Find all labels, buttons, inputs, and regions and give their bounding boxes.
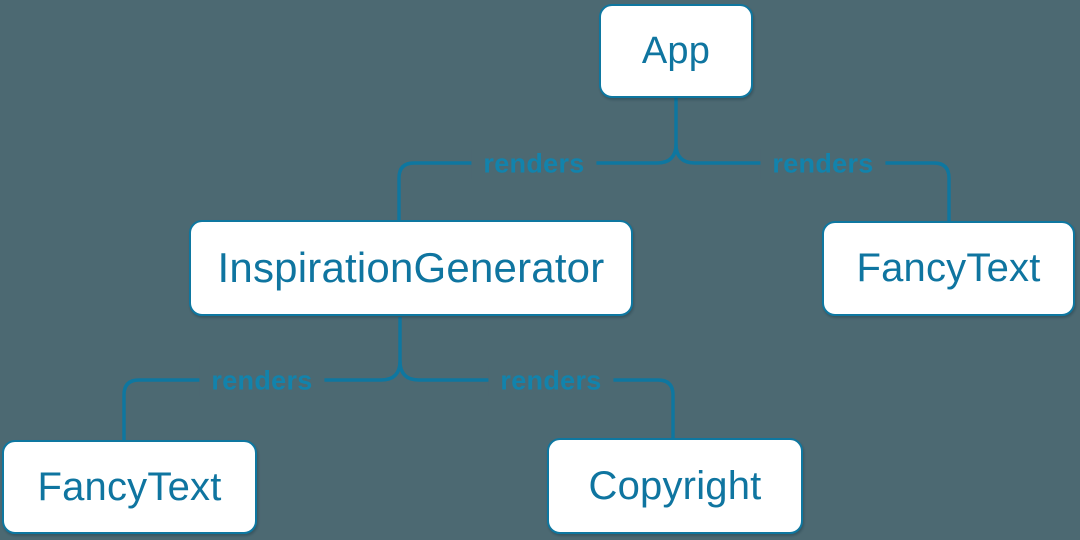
- edge-label-renders-app-inspirationgenerator: renders: [471, 148, 597, 180]
- edge-label-renders-inspirationgenerator-fancytext: renders: [199, 365, 325, 397]
- edge-label-renders-inspirationgenerator-copyright: renders: [488, 365, 614, 397]
- node-fancytext-bottom-left: FancyText: [2, 440, 257, 534]
- node-inspiration-generator: InspirationGenerator: [189, 220, 633, 316]
- node-fancytext-top-right: FancyText: [822, 221, 1075, 316]
- edge-inspirationgenerator-to-copyright: [398, 360, 675, 439]
- node-app: App: [599, 4, 753, 98]
- edge-label-renders-app-fancytext: renders: [760, 148, 886, 180]
- node-copyright: Copyright: [547, 438, 803, 534]
- edge-app-to-fancytext: [674, 143, 951, 222]
